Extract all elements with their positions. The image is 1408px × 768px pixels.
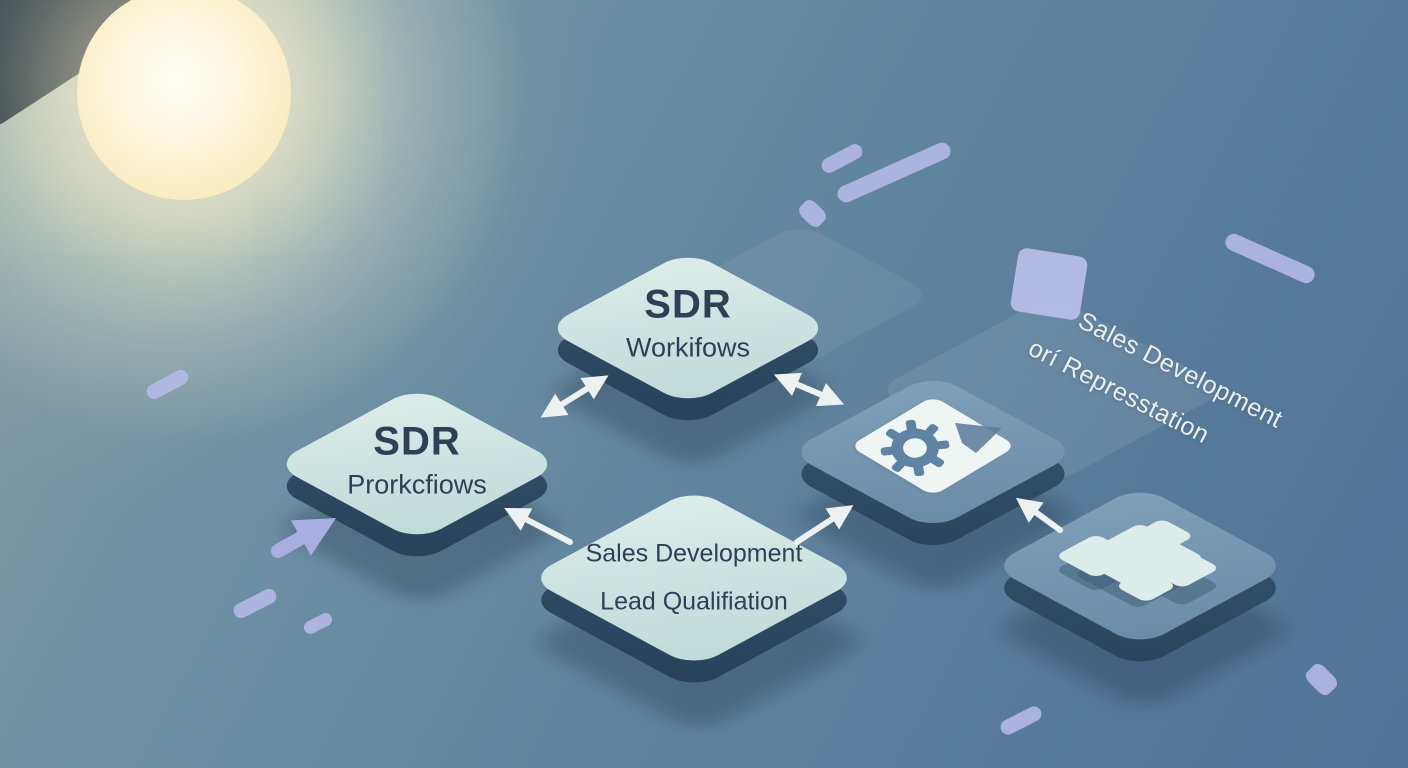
decor-dash <box>144 367 191 402</box>
tile-subtitle: Prorkcfiows <box>347 469 487 500</box>
decor-diamond <box>1302 660 1341 699</box>
decor-dash <box>301 610 335 637</box>
gear-icon <box>880 419 950 477</box>
tile-label: Sales Development Lead Qualifiation <box>585 539 803 616</box>
decor-dash <box>1222 231 1318 286</box>
tile-title: SDR <box>373 419 461 464</box>
tile-title: Sales Development <box>585 539 803 568</box>
arrow-flag-icon <box>955 423 1002 453</box>
decor-dash <box>819 141 865 176</box>
decor-diamond <box>796 197 829 230</box>
tile-title: SDR <box>644 282 732 327</box>
tile-subtitle: Lead Qualifiation <box>600 587 788 616</box>
tile-label: SDR Workifows <box>626 285 750 362</box>
decor-dash <box>231 586 279 621</box>
lightbulb-icon <box>77 0 291 200</box>
tile-label: SDR Prorkcfiows <box>347 422 487 499</box>
tile-subtitle: Workifows <box>625 332 751 363</box>
decor-dash <box>997 703 1045 738</box>
